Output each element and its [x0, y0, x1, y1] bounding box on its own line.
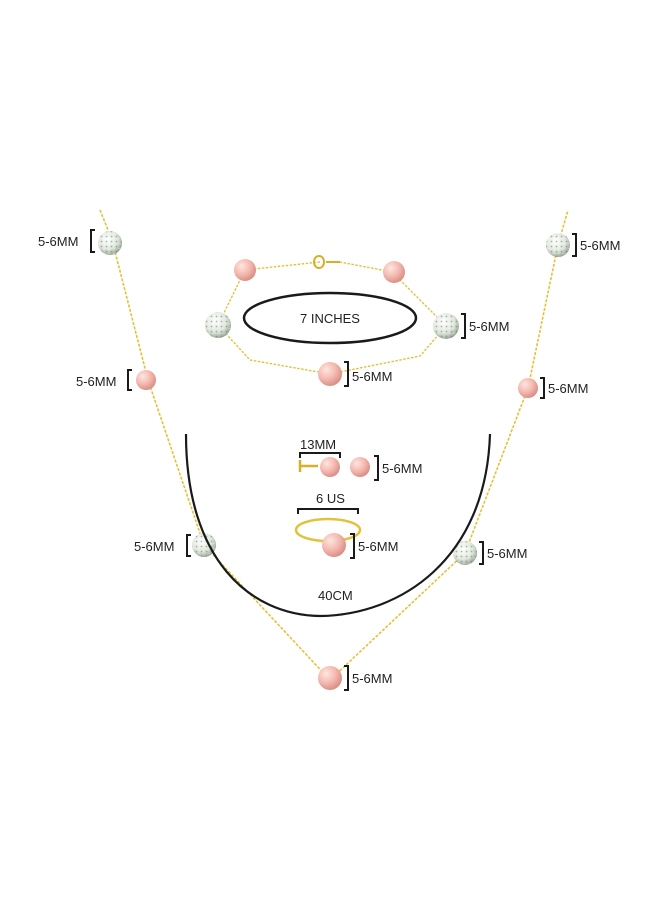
ring: [294, 517, 362, 557]
bracelet-crystal-left: [205, 312, 231, 338]
necklace-left-mid-size: 5-6MM: [76, 374, 116, 389]
earring-width-bracket: [299, 452, 341, 458]
bracelet-length-ellipse: [242, 291, 418, 345]
necklace-pearl-left-mid: [136, 370, 156, 390]
necklace-bottom-size: 5-6MM: [352, 671, 392, 686]
bracelet-pearl-size: 5-6MM: [352, 369, 392, 384]
necklace-crystal-right-top: [546, 233, 570, 257]
bracelet-pearl-bottom: [318, 362, 342, 386]
necklace-crystal-left-top: [98, 231, 122, 255]
earrings: [298, 457, 370, 477]
earring-size-bracket: [374, 455, 379, 481]
bracelet-pearl-right: [383, 261, 405, 283]
ring-pearl-bracket: [350, 533, 355, 559]
earring-size-label: 5-6MM: [382, 461, 422, 476]
ring-pearl: [322, 533, 346, 557]
bracelet-length-label: 7 INCHES: [300, 311, 360, 326]
ring-pearl-size-label: 5-6MM: [358, 539, 398, 554]
necklace-length-arc: [184, 433, 492, 618]
bracelet-crystal-right: [433, 313, 459, 339]
necklace-left-low-size: 5-6MM: [134, 539, 174, 554]
bracelet-crystal-size: 5-6MM: [469, 319, 509, 334]
bracelet: [205, 255, 459, 386]
bracelet-size-brackets: [344, 313, 466, 387]
necklace-right-top-size: 5-6MM: [580, 238, 620, 253]
ring-size-bracket: [297, 508, 359, 514]
necklace-right-mid-size: 5-6MM: [548, 381, 588, 396]
necklace-left-top-size: 5-6MM: [38, 234, 78, 249]
bracelet-clasp: [313, 255, 340, 269]
earring-width-label: 13MM: [300, 437, 336, 452]
necklace-length-label: 40CM: [318, 588, 353, 603]
earring-post: [298, 460, 318, 472]
necklace-pearl-right-mid: [518, 378, 538, 398]
necklace-size-labels: [90, 229, 577, 691]
necklace-right-low-size: 5-6MM: [487, 546, 527, 561]
necklace-crystal-left-low: [192, 533, 216, 557]
earring-pearl-right: [350, 457, 370, 477]
bracelet-pearl-left: [234, 259, 256, 281]
necklace-crystal-right-low: [453, 541, 477, 565]
earring-pearl-left: [320, 457, 340, 477]
necklace-pearl-bottom: [318, 666, 342, 690]
necklace: [98, 209, 570, 690]
ring-size-label: 6 US: [316, 491, 345, 506]
